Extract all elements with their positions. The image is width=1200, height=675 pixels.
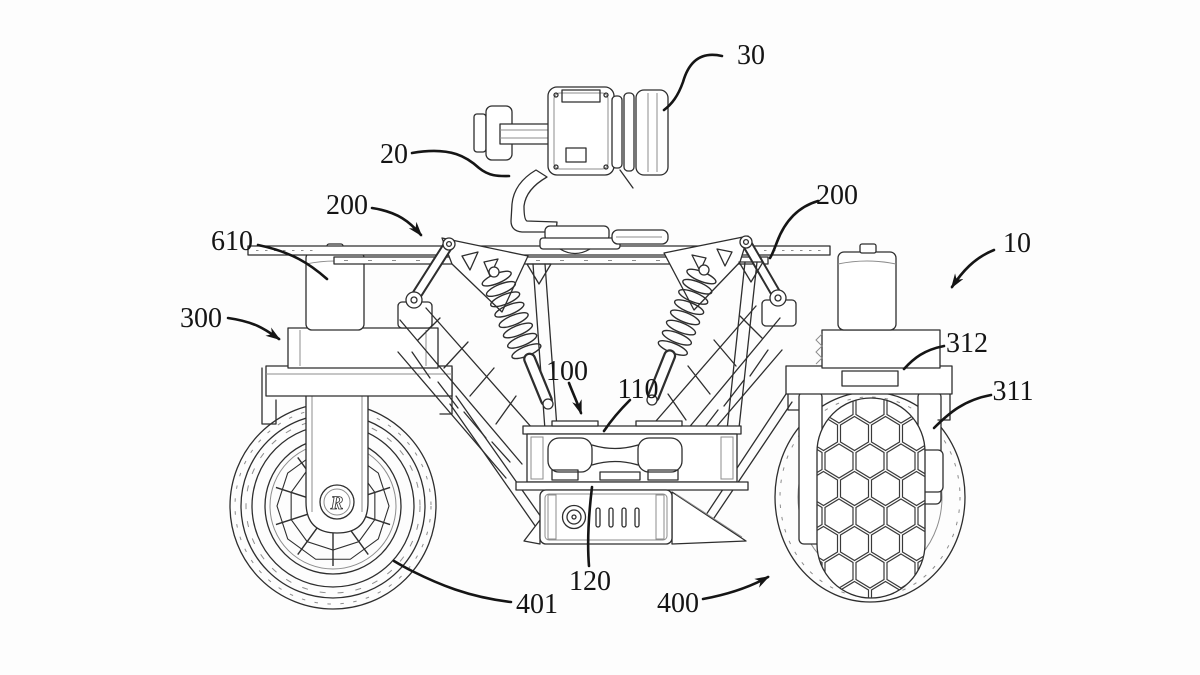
callout-401: 401 — [392, 559, 558, 620]
label-110: 110 — [618, 374, 659, 405]
label-30: 30 — [737, 40, 765, 71]
right-steering-module — [785, 243, 953, 421]
left-truss-lattice — [397, 307, 549, 531]
label-400: 400 — [657, 588, 699, 619]
callout-311: 311 — [932, 376, 1034, 430]
callout-200-right: 200 — [768, 180, 858, 260]
inner-strut-right — [726, 261, 764, 431]
callout-312: 312 — [902, 328, 988, 371]
callout-200-left: 200 — [326, 190, 423, 237]
battery-box — [523, 489, 747, 545]
wheel-logo: R — [330, 493, 344, 514]
label-10: 10 — [1003, 228, 1031, 259]
callout-110: 110 — [602, 374, 659, 433]
label-312: 312 — [946, 328, 988, 359]
label-100: 100 — [546, 356, 588, 387]
callout-400: 400 — [657, 575, 770, 619]
callout-100: 100 — [546, 356, 588, 415]
callout-10: 10 — [950, 228, 1031, 289]
callout-30: 30 — [662, 40, 765, 112]
right-wheel-tread — [816, 397, 926, 599]
callout-610: 610 — [211, 226, 329, 281]
gimbal-assembly — [510, 169, 669, 255]
callouts: 30 20 200 200 610 10 300 312 311 100 110… — [180, 40, 1033, 620]
callout-120: 120 — [569, 485, 611, 597]
shock-absorbers — [481, 264, 717, 410]
label-311: 311 — [993, 376, 1034, 407]
left-steering-module — [261, 243, 453, 425]
chassis-body — [515, 420, 749, 491]
label-120: 120 — [569, 566, 611, 597]
label-20: 20 — [380, 139, 408, 170]
camera-assembly — [473, 86, 669, 189]
label-300: 300 — [180, 303, 222, 334]
label-200-left: 200 — [326, 190, 368, 221]
callout-20: 20 — [380, 139, 511, 178]
label-401: 401 — [516, 589, 558, 620]
label-610: 610 — [211, 226, 253, 257]
left-wheel-fork: R — [305, 365, 369, 534]
callout-300: 300 — [180, 303, 281, 341]
label-200-right: 200 — [816, 180, 858, 211]
